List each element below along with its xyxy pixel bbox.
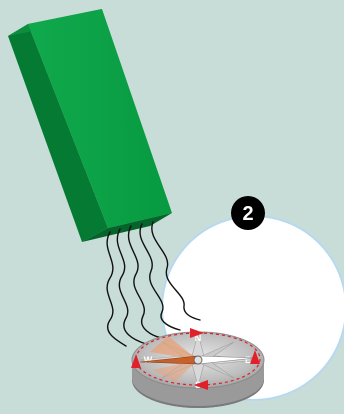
step-badge-number: 2 [242,203,253,225]
direction-east: E [245,355,251,365]
direction-west: W [144,355,153,365]
step-badge: 2 [231,196,265,230]
needle-pivot [194,356,202,364]
compass: N E S W [131,328,264,408]
